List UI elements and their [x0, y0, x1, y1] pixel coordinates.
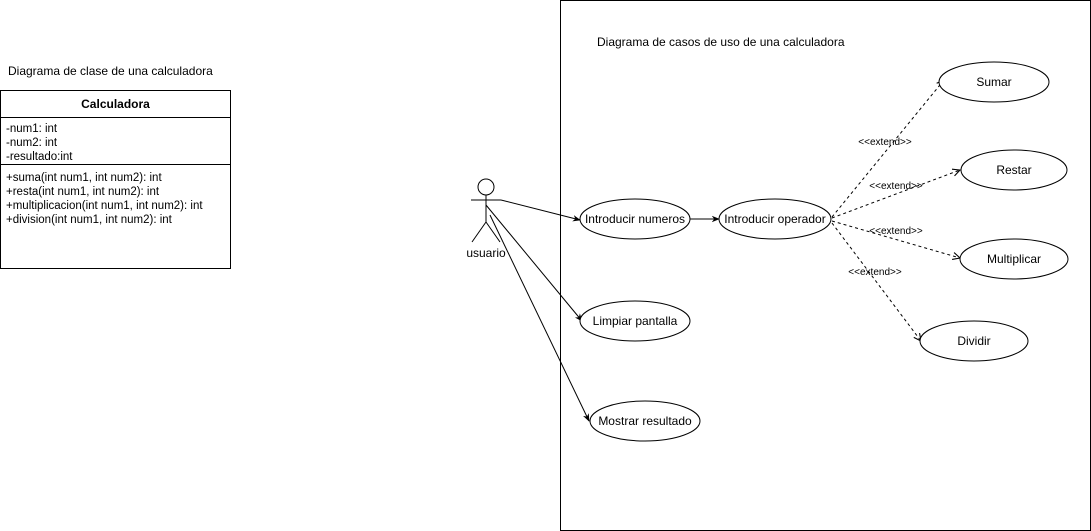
usecase-label: Sumar: [976, 75, 1011, 89]
actor-label: usuario: [466, 246, 506, 260]
attribute-resultado: -resultado:int: [6, 151, 73, 163]
method-suma: +suma(int num1, int num2): int: [6, 172, 162, 184]
usecase-mostrar-resultado[interactable]: Mostrar resultado: [589, 400, 701, 442]
extend-label-sumar: <<extend>>: [858, 137, 912, 148]
usecase-restar[interactable]: Restar: [960, 149, 1068, 191]
usecase-limpiar-pantalla[interactable]: Limpiar pantalla: [579, 300, 691, 342]
usecase-introducir-numeros[interactable]: Introducir numeros: [579, 198, 691, 240]
extend-multiplicar: [831, 220, 960, 258]
usecase-diagram-caption: Diagrama de casos de uso de una calculad…: [597, 35, 845, 49]
usecase-label: Limpiar pantalla: [593, 314, 678, 328]
method-division: +division(int num1, int num2): int: [6, 214, 172, 226]
usecase-label: Introducir numeros: [585, 212, 685, 226]
class-box-calculadora[interactable]: Calculadora -num1: int -num2: int -resul…: [0, 90, 231, 269]
actor-usuario[interactable]: [471, 178, 501, 243]
usecase-label: Multiplicar: [987, 252, 1041, 266]
usecase-label: Mostrar resultado: [598, 414, 692, 428]
usecase-dividir[interactable]: Dividir: [919, 320, 1029, 362]
usecase-multiplicar[interactable]: Multiplicar: [959, 238, 1069, 280]
usecase-label: Dividir: [957, 334, 990, 348]
extend-sumar: [831, 80, 944, 218]
usecase-label: Restar: [996, 163, 1031, 177]
attribute-num2: -num2: int: [6, 137, 58, 149]
assoc-introducir-numeros: [500, 199, 581, 222]
actor-right-leg: [485, 221, 501, 243]
class-diagram-caption: Diagrama de clase de una calculadora: [8, 64, 213, 78]
usecase-label: Introducir operador: [724, 212, 825, 226]
class-attributes: -num1: int -num2: int -resultado:int: [1, 118, 230, 165]
class-name: Calculadora: [1, 91, 230, 118]
extend-restar: [831, 170, 960, 219]
method-multiplicacion: +multiplicacion(int num1, int num2): int: [6, 200, 203, 212]
actor-left-leg: [471, 221, 487, 243]
usecase-sumar[interactable]: Sumar: [938, 61, 1050, 103]
attribute-num1: -num1: int: [6, 123, 58, 135]
usecase-introducir-operador[interactable]: Introducir operador: [718, 198, 832, 240]
actor-head: [477, 178, 495, 196]
assoc-limpiar-pantalla: [485, 204, 583, 322]
extend-label-restar: <<extend>>: [869, 181, 923, 192]
extend-dividir: [831, 222, 921, 341]
class-methods: +suma(int num1, int num2): int +resta(in…: [1, 165, 230, 227]
assoc-mostrar-resultado: [489, 214, 590, 422]
extend-label-multiplicar: <<extend>>: [869, 226, 923, 237]
extend-label-dividir: <<extend>>: [848, 267, 902, 278]
method-resta: +resta(int num1, int num2): int: [6, 186, 160, 198]
